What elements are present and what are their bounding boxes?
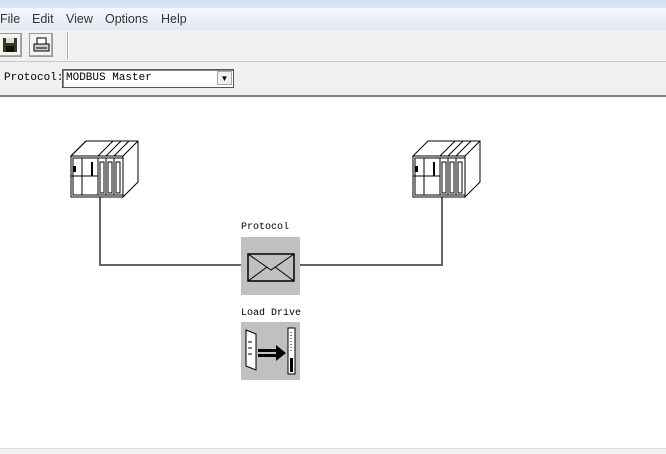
load-driver-node[interactable] <box>241 322 300 380</box>
print-button[interactable] <box>29 33 53 57</box>
menu-bar: File Edit View Options Help <box>0 8 666 30</box>
menu-file[interactable]: File <box>0 12 21 26</box>
protocol-row: Protocol: MODBUS Master ▼ <box>0 62 666 97</box>
title-bar <box>0 0 666 8</box>
menu-help[interactable]: Help <box>161 12 187 26</box>
protocol-label: Protocol: <box>4 72 64 84</box>
protocol-select[interactable]: MODBUS Master ▼ <box>62 69 234 88</box>
menu-edit[interactable]: Edit <box>32 12 54 26</box>
envelope-icon <box>247 253 295 282</box>
print-icon <box>33 37 50 52</box>
status-bar <box>0 448 666 454</box>
protocol-value: MODBUS Master <box>66 72 152 84</box>
protocol-node-label: Protocol <box>241 222 290 233</box>
toolbar-separator <box>67 32 68 59</box>
load-driver-icon <box>245 327 296 375</box>
menu-options[interactable]: Options <box>105 12 149 26</box>
chevron-down-icon[interactable]: ▼ <box>217 71 232 85</box>
plc-left-icon[interactable] <box>70 140 140 198</box>
protocol-node[interactable] <box>241 237 300 295</box>
toolbar <box>0 30 666 62</box>
save-button[interactable] <box>0 33 22 57</box>
load-driver-label: Load Driver <box>241 308 301 319</box>
connection-lines <box>99 197 443 266</box>
save-icon <box>3 38 17 52</box>
plc-right-icon[interactable] <box>412 140 482 198</box>
diagram-canvas: Protocol Load Driver <box>0 97 666 448</box>
menu-view[interactable]: View <box>66 12 93 26</box>
